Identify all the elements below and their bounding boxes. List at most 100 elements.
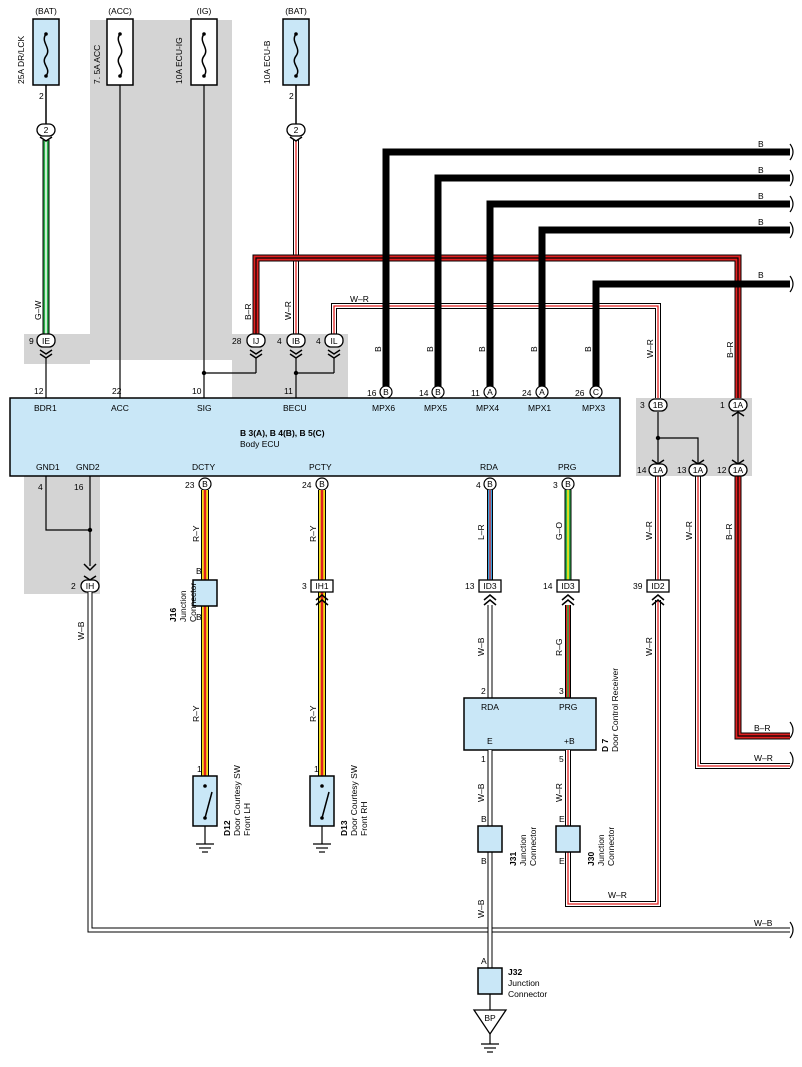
- wire-wr-junction: [655, 476, 790, 769]
- ecu-terminal-pcty: PCTY: [309, 462, 332, 472]
- j31-line1: Junction: [518, 834, 528, 866]
- connector-1a-b1-pin: 14: [637, 465, 647, 475]
- d12-id: D12: [222, 820, 232, 836]
- wire-label-wr-right: W–R: [754, 753, 773, 763]
- fuse-bat2-name: 10A ECU-B: [262, 40, 272, 84]
- wire-label-rg: R–G: [554, 639, 564, 656]
- wire-mpx-b: [382, 148, 790, 388]
- connector-il: IL 4: [316, 333, 344, 359]
- wire-label-mpx6: B: [373, 346, 383, 352]
- fuse-bat1-name: 25A DR/LCK: [16, 35, 26, 84]
- break-marks: [789, 143, 794, 939]
- connector-1a-b1: 1A 14: [637, 459, 668, 477]
- ecu-letter-mpx6: B: [383, 387, 389, 397]
- wire-label-mpx3: B: [583, 346, 593, 352]
- ecu-letter-prg: B: [565, 479, 571, 489]
- connector-ie-pin: 9: [29, 336, 34, 346]
- ecu-letter-rda: B: [487, 479, 493, 489]
- connector-1a-b3-label: 1A: [733, 465, 744, 475]
- connector-ih1: IH1 3: [302, 579, 334, 606]
- ecu-letter-dcty: B: [202, 479, 208, 489]
- wire-label-br-12: B–R: [724, 523, 734, 540]
- d12-pin: 1: [197, 764, 202, 774]
- ecu-terminal-mpx6: MPX6: [372, 403, 395, 413]
- fuse-ig: [190, 18, 218, 86]
- ecu-letter-mpx4: A: [487, 387, 493, 397]
- j30-pin-top: E: [559, 814, 565, 824]
- connector-1a-top: 1A 1: [720, 398, 748, 417]
- connector-id2-pin: 39: [633, 581, 643, 591]
- ecu-letter-mpx3: C: [593, 387, 599, 397]
- ecu-pin-mpx4: 11: [471, 388, 480, 398]
- ecu-letter-mpx1: A: [539, 387, 545, 397]
- connector-1b-pin: 3: [640, 400, 645, 410]
- wire-label-wr-id2: W–R: [644, 637, 654, 656]
- ecu-pin-bdr1: 12: [34, 386, 44, 396]
- connector-ib-label: IB: [292, 336, 300, 346]
- wire-label-b-4: B: [758, 217, 764, 227]
- ecu-terminal-dcty: DCTY: [192, 462, 215, 472]
- wire-label-wr-bottom: W–R: [608, 890, 627, 900]
- wire-label-b-1: B: [758, 139, 764, 149]
- wire-wr-il: [331, 303, 661, 398]
- ecu-pin-mpx5: 14: [419, 388, 429, 398]
- ecu-terminal-mpx5: MPX5: [424, 403, 447, 413]
- d13-id: D13: [339, 820, 349, 836]
- ecu-bottom-pin-circles: [198, 477, 575, 491]
- gray-region-gnd: [24, 476, 100, 594]
- ecu-terminal-bdr1: BDR1: [34, 403, 57, 413]
- d12-switch: [192, 775, 218, 853]
- ecu-pin-acc: 22: [112, 386, 122, 396]
- ecu-terminal-mpx3: MPX3: [582, 403, 605, 413]
- j31-pin-bottom: B: [481, 856, 487, 866]
- connector-1a-top-label: 1A: [733, 400, 744, 410]
- connector-ie: IE 9: [29, 333, 56, 359]
- fuse-acc: [106, 18, 134, 86]
- fuse-bat1-source: (BAT): [35, 6, 57, 16]
- connector-ih1-pin: 3: [302, 581, 307, 591]
- connector-1a-b1-label: 1A: [653, 465, 664, 475]
- wire-label-wb-left: W–B: [76, 621, 86, 640]
- connector-ij-pin: 28: [232, 336, 242, 346]
- wire-label-mpx5: B: [425, 346, 435, 352]
- connector-ih1-label: IH1: [315, 581, 329, 591]
- ecu-letter-mpx5: B: [435, 387, 441, 397]
- wire-label-ry-4: R–Y: [308, 705, 318, 722]
- ecu-terminal-acc: ACC: [111, 403, 129, 413]
- fuse-bat1: [32, 18, 60, 86]
- ecu-pin-gnd1: 4: [38, 482, 43, 492]
- wire-label-ry-2: R–Y: [191, 705, 201, 722]
- j31-pin-top: B: [481, 814, 487, 824]
- ecu-terminal-prg: PRG: [558, 462, 576, 472]
- d7-terminal-prg: PRG: [559, 702, 577, 712]
- ecu-terminal-becu: BECU: [283, 403, 307, 413]
- j16-pin-top: B: [196, 566, 202, 576]
- j30-box: [555, 825, 581, 853]
- j32-id: J32: [508, 967, 522, 977]
- connector-id3a: ID3 13: [465, 579, 502, 606]
- bp-ground-triangle: [472, 1009, 508, 1036]
- connector-2a: 2: [36, 123, 56, 142]
- d7-pin-3: 3: [559, 686, 564, 696]
- connector-id3b-pin: 14: [543, 581, 553, 591]
- j30-pin-bottom: E: [559, 856, 565, 866]
- connector-1a-b2-label: 1A: [693, 465, 704, 475]
- fuse-bat1-pin: 2: [39, 91, 44, 101]
- ecu-pin-becu: 11: [284, 386, 293, 396]
- wire-label-ry-1: R–Y: [191, 525, 201, 542]
- wire-label-gw: G–W: [33, 301, 43, 320]
- j16-box: [192, 579, 218, 607]
- body-ecu-title: B 3(A), B 4(B), B 5(C): [240, 428, 325, 438]
- connector-id2-label: ID2: [651, 581, 665, 591]
- connector-id3b-label: ID3: [561, 581, 575, 591]
- d7-pin-5: 5: [559, 754, 564, 764]
- fuse-bat2-source: (BAT): [285, 6, 307, 16]
- wire-label-wr-13: W–R: [684, 521, 694, 540]
- connector-ie-label: IE: [42, 336, 50, 346]
- wire-label-ry-3: R–Y: [308, 525, 318, 542]
- d13-switch: [309, 775, 335, 853]
- j30-id: J30: [586, 852, 596, 866]
- ecu-pin-sig: 10: [192, 386, 202, 396]
- j31-id: J31: [508, 852, 518, 866]
